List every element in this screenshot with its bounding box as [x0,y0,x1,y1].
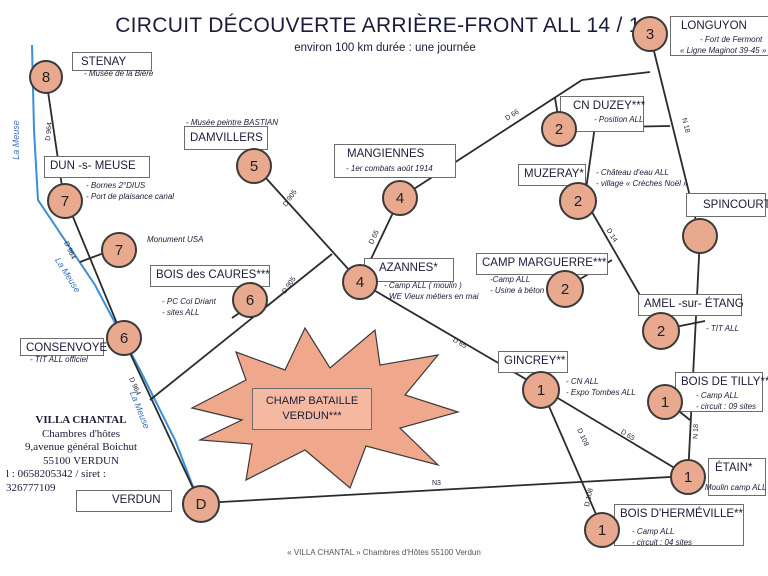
notes-gincrey: - CN ALL- Expo Tombes ALL [566,377,636,397]
node-hermeville: 1 [584,512,620,548]
node-verdun: D [182,485,220,523]
node-longuyon: 3 [632,16,668,52]
notes-azannes: - Camp ALL ( moulin )- WE Vieux métiers … [384,281,479,301]
node-amel: 2 [642,312,680,350]
label-consenvoye: CONSENVOYE [20,338,107,356]
label-caures: BOIS des CAURES*** [150,265,270,287]
notes-dun: - Bornes 2°DIUS- Port de plaisance canal [86,181,175,201]
node-caures: 6 [232,282,268,318]
road-dun-consenvoye [65,199,124,339]
node-azannes: 4 [342,264,378,300]
notes-etain: - Moulin camp ALL [700,483,767,492]
road-verdun-etain [202,475,689,504]
label-mangiennes: MANGIENNES [334,144,456,178]
label-damvillers: DAMVILLERS [184,126,268,150]
footer-credit: « VILLA CHANTAL » Chambres d'Hôtes 55100… [287,548,481,557]
notes-hermeville: - Camp ALL- circuit : 04 sites [632,527,693,547]
page-subtitle: environ 100 km durée : une journée [294,42,476,54]
node-spincourt [682,218,718,254]
notes-marguerre: -Camp ALL- Usine à béton [490,275,545,295]
road-label: N 18 [692,423,701,440]
notes-consenvoye: - TIT ALL officiel [30,355,88,364]
river-label: La Meuse [10,120,21,160]
road-spincourt-etain [687,236,701,477]
road-d905-main [149,253,333,401]
villa-info: VILLA CHANTAL Chambres d'hôtes 9,avenue … [6,414,138,494]
notes-muzeray: - Château d'eau ALL- village « Crèches N… [596,168,688,188]
node-etain: 1 [670,459,706,495]
road-gincrey-etain [540,387,689,477]
road-damvillers-azannes [254,165,361,283]
label-gincrey: GINCREY** [498,351,568,373]
node-duzey: 2 [541,111,577,147]
label-dun: DUN -s- MEUSE [44,156,150,178]
notes-monument: Monument USA [147,235,204,244]
road-gincrey-hermeville [540,387,603,529]
river-meuse [31,44,201,506]
notes-mangiennes: - 1er combats août 1914 [346,164,433,173]
node-gincrey: 1 [522,371,560,409]
node-muzeray: 2 [559,182,597,220]
node-tilly: 1 [647,384,683,420]
notes-caures: - PC Col Driant- sites ALL [162,297,216,317]
road-consenvoye-verdun [122,337,201,504]
notes-longuyon: - Fort de Fermont« Ligne Maginot 39-45 » [680,35,767,55]
node-damvillers: 5 [236,148,272,184]
label-hermeville: BOIS D'HERMÉVILLE** [614,504,744,546]
label-etain: ÉTAIN* [708,458,766,496]
notes-tilly: - Camp ALL- circuit : 09 sites [696,391,757,411]
node-marguerre: 2 [546,270,584,308]
label-longuyon: LONGUYON [670,16,768,56]
node-consenvoye: 6 [106,320,142,356]
notes-damvillers: - Musée peintre BASTIAN [186,118,279,127]
notes-stenay: - Musée de la Bière [84,69,154,78]
label-stenay: STENAY [72,52,152,71]
label-verdun: VERDUN [76,490,172,512]
battlefield-label: CHAMP BATAILLE VERDUN*** [252,388,372,430]
page-title: CIRCUIT DÉCOUVERTE ARRIÈRE-FRONT ALL 14 … [115,14,653,37]
node-mangiennes: 4 [382,180,418,216]
node-monument: 7 [101,232,137,268]
notes-amel: - TIT ALL [706,324,740,333]
label-marguerre: CAMP MARGUERRE*** [476,253,608,275]
road-label: N3 [432,480,441,487]
notes-duzey: - Position ALL [594,115,644,124]
label-azannes: AZANNES* [364,258,454,282]
node-dun: 7 [47,183,83,219]
road-stenay-dun [45,77,65,201]
road-north-longuyon [581,71,651,81]
label-muzeray: MUZERAY* [518,164,586,186]
road-mangiennes-north [399,79,583,199]
label-spincourt: SPINCOURT [686,193,768,217]
node-stenay: 8 [29,60,63,94]
label-amel: AMEL -sur- ÉTANG [638,294,744,316]
